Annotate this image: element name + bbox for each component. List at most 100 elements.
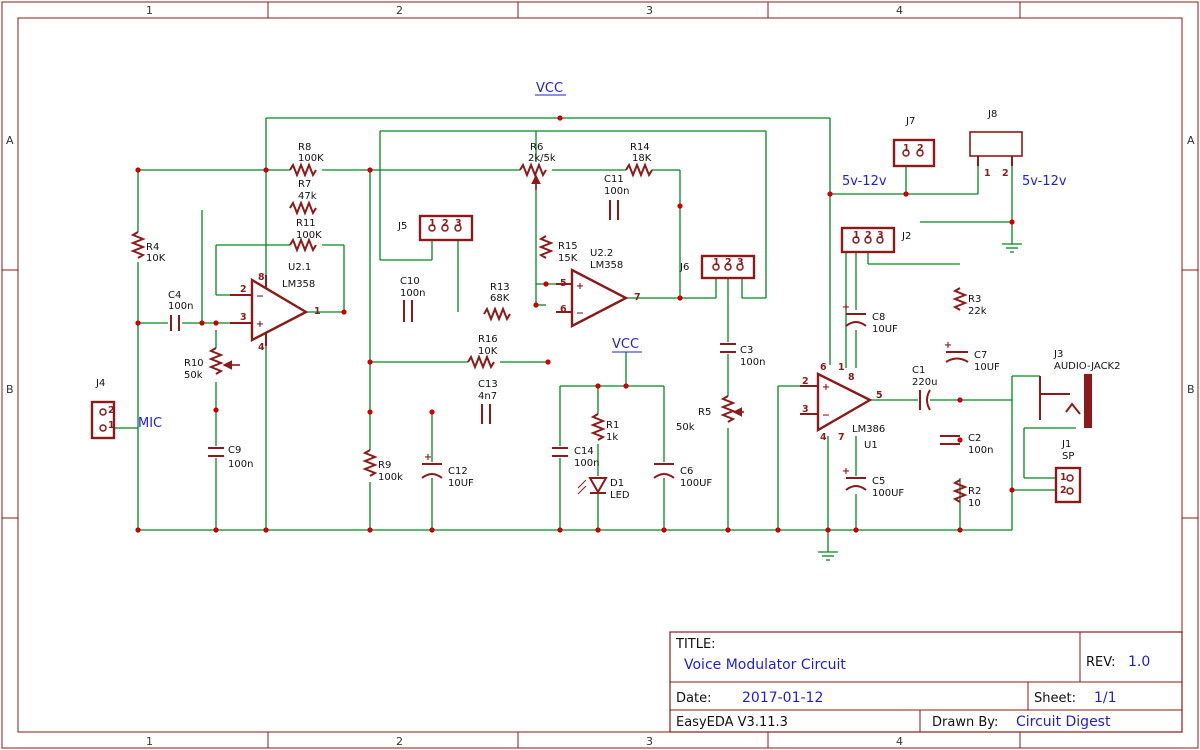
r11-ref: R11 bbox=[296, 218, 316, 229]
capacitor-c1[interactable]: C1 220u bbox=[912, 365, 937, 411]
capacitor-c13[interactable]: C13 4n7 bbox=[478, 379, 498, 424]
c6-ref: C6 bbox=[680, 466, 693, 477]
connector-j5[interactable]: 1 2 3 J5 bbox=[397, 214, 474, 242]
rev-value: 1.0 bbox=[1128, 654, 1150, 670]
zone-right-a: A bbox=[1187, 134, 1195, 147]
capacitor-c14[interactable]: C14 100n bbox=[552, 446, 599, 469]
u21-pin-4: 4 bbox=[258, 342, 265, 353]
resistor-r8[interactable]: R8 100K bbox=[289, 142, 324, 178]
u22-pin-6: 6 bbox=[560, 304, 567, 315]
j6-pin-3: 3 bbox=[737, 257, 744, 268]
capacitor-c4[interactable]: C4 100n bbox=[168, 290, 193, 331]
led-d1[interactable]: D1 LED bbox=[577, 477, 630, 501]
c7-value: 10UF bbox=[974, 362, 1000, 373]
r2-ref: R2 bbox=[968, 486, 981, 497]
c13-value: 4n7 bbox=[478, 391, 497, 402]
r16-value: 10K bbox=[478, 346, 498, 357]
zone-left-a: A bbox=[6, 134, 14, 147]
zone-bottom-1: 1 bbox=[146, 735, 153, 748]
u1-pin-1: 1 bbox=[838, 362, 845, 373]
capacitor-c12[interactable]: + C12 10UF bbox=[421, 452, 474, 489]
connector-j6[interactable]: 1 2 3 J6 bbox=[679, 254, 756, 280]
u1-pin-4: 4 bbox=[820, 432, 827, 443]
u21-value: LM358 bbox=[282, 279, 315, 290]
resistor-r7[interactable]: R7 47k bbox=[289, 179, 317, 216]
capacitor-c5[interactable]: + C5 100UF bbox=[842, 466, 904, 499]
ground-symbol-supply bbox=[1002, 243, 1022, 253]
opamp-u2-2[interactable]: + − 5 6 7 U2.2 LM358 bbox=[556, 248, 641, 328]
connector-j7[interactable]: 1 2 J7 bbox=[892, 116, 936, 168]
date-value: 2017-01-12 bbox=[742, 690, 823, 706]
capacitor-c10[interactable]: C10 100n bbox=[400, 276, 425, 322]
j5-pin-2: 2 bbox=[442, 218, 449, 229]
supply-net-label-left: 5v-12v bbox=[842, 174, 887, 189]
potentiometer-r6[interactable]: R6 2k/5k bbox=[519, 142, 556, 190]
r15-ref: R15 bbox=[558, 241, 578, 252]
c5-ref: C5 bbox=[872, 476, 885, 487]
connector-j2[interactable]: 1 2 3 J2 bbox=[840, 226, 911, 254]
r16-ref: R16 bbox=[478, 334, 498, 345]
capacitor-c7[interactable]: + C7 10UF bbox=[944, 340, 1000, 373]
resistor-r11[interactable]: R11 100K bbox=[289, 218, 322, 253]
j7-ref: J7 bbox=[905, 116, 915, 127]
j4-pin-2: 2 bbox=[108, 405, 115, 416]
resistor-r10[interactable]: R10 50k bbox=[184, 347, 240, 381]
capacitor-c8[interactable]: + C8 10UF bbox=[842, 302, 898, 335]
capacitor-c2[interactable]: C2 100n bbox=[940, 433, 993, 456]
c10-ref: C10 bbox=[400, 276, 420, 287]
audio-jack-j3[interactable]: J3 AUDIO-JACK2 bbox=[1039, 349, 1120, 428]
u22-ref: U2.2 bbox=[590, 248, 613, 259]
resistor-r14[interactable]: R14 18K bbox=[625, 142, 653, 178]
resistor-r2[interactable]: R2 10 bbox=[952, 479, 981, 509]
zone-top-1: 1 bbox=[146, 4, 153, 17]
amplifier-u1-lm386[interactable]: + − 2 3 5 6 1 8 4 7 LM386 U1 bbox=[800, 362, 885, 451]
resistor-r16[interactable]: R16 10K bbox=[467, 334, 498, 370]
c7-ref: C7 bbox=[974, 350, 987, 361]
c14-value: 100n bbox=[574, 458, 599, 469]
zone-bottom-3: 3 bbox=[646, 735, 653, 748]
j7-pin-1: 1 bbox=[903, 143, 910, 154]
tool-name: EasyEDA V3.11.3 bbox=[676, 715, 788, 730]
resistor-r3[interactable]: R3 22k bbox=[952, 287, 987, 317]
u1-pin-5: 5 bbox=[876, 390, 883, 401]
c8-ref: C8 bbox=[872, 312, 885, 323]
r8-value: 100K bbox=[298, 153, 324, 164]
r2-value: 10 bbox=[968, 498, 981, 509]
j1-ref: J1 bbox=[1061, 439, 1071, 450]
j2-pin-3: 3 bbox=[877, 230, 884, 241]
capacitor-c6[interactable]: C6 100UF bbox=[653, 463, 712, 489]
connector-j4[interactable]: 2 1 J4 bbox=[90, 378, 116, 440]
c2-value: 100n bbox=[968, 445, 993, 456]
u22-pin-7: 7 bbox=[634, 292, 641, 303]
opamp-u2-1[interactable]: − + 2 3 1 8 4 U2.1 LM358 bbox=[230, 262, 321, 353]
c4-value: 100n bbox=[168, 301, 193, 312]
capacitor-c11[interactable]: C11 100n bbox=[604, 174, 629, 220]
svg-text:+: + bbox=[842, 302, 850, 313]
potentiometer-r5[interactable]: R5 50k bbox=[676, 395, 744, 433]
c3-value: 100n bbox=[740, 357, 765, 368]
resistor-r1[interactable]: R1 1k bbox=[590, 413, 619, 443]
speaker-connector-j1[interactable]: 1 2 J1 SP bbox=[1054, 439, 1082, 504]
svg-text:+: + bbox=[424, 452, 432, 463]
zone-top-2: 2 bbox=[396, 4, 403, 17]
c12-value: 10UF bbox=[448, 478, 474, 489]
r15-value: 15K bbox=[558, 253, 578, 264]
u1-pin-8: 8 bbox=[848, 372, 855, 383]
u21-ref: U2.1 bbox=[288, 262, 311, 273]
c11-value: 100n bbox=[604, 186, 629, 197]
capacitor-c9[interactable]: C9 100n bbox=[208, 445, 253, 470]
c5-value: 100UF bbox=[872, 488, 904, 499]
resistor-r13[interactable]: R13 68K bbox=[483, 282, 511, 322]
u1-pin-3: 3 bbox=[802, 404, 809, 415]
capacitor-c3[interactable]: C3 100n bbox=[720, 343, 765, 368]
svg-text:−: − bbox=[822, 410, 830, 421]
svg-text:−: − bbox=[576, 308, 584, 319]
j2-pin-1: 1 bbox=[853, 230, 860, 241]
resistor-r15[interactable]: R15 15K bbox=[538, 235, 578, 264]
c8-value: 10UF bbox=[872, 324, 898, 335]
resistor-r9[interactable]: R9 100k bbox=[362, 449, 403, 483]
zone-bottom-2: 2 bbox=[396, 735, 403, 748]
resistor-r4[interactable]: R4 10K bbox=[130, 231, 166, 264]
connector-j8[interactable]: 1 2 J8 bbox=[969, 109, 1023, 179]
